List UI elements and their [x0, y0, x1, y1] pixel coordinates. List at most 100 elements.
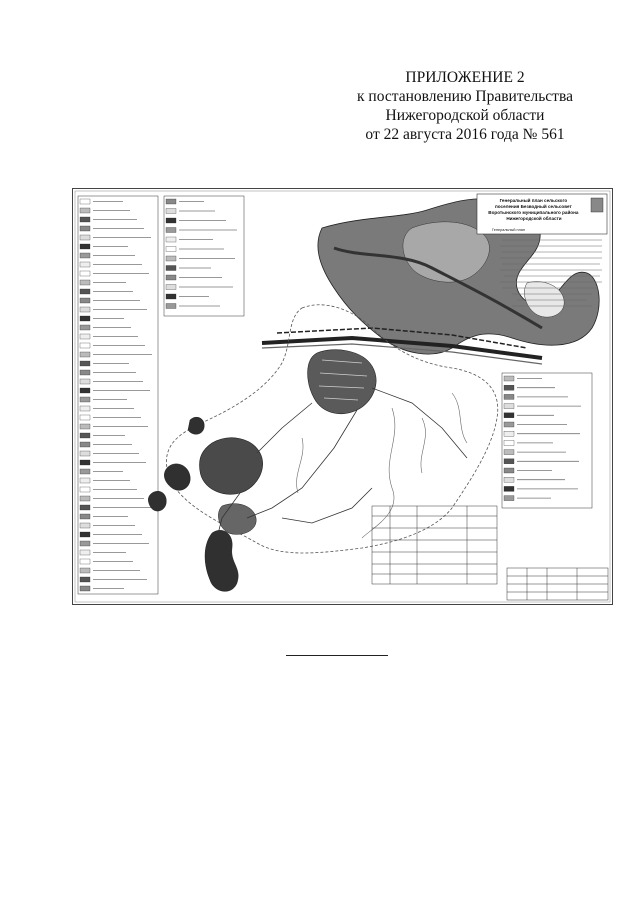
legend-swatch: [79, 297, 91, 304]
master-plan-map-sheet: Генеральный план сельского поселения Без…: [72, 188, 613, 605]
legend-swatch: [79, 333, 91, 340]
legend-swatch: [503, 385, 515, 391]
legend-swatch: [79, 279, 91, 286]
map-description-block: [500, 239, 602, 307]
legend-swatch: [165, 265, 177, 271]
appendix-date: от 22 августа 2016 года № 561: [365, 126, 565, 143]
appendix-region: Нижегородской области: [385, 107, 545, 124]
legend-swatch: [79, 504, 91, 511]
land-balance-table: [371, 505, 498, 585]
streams: [296, 392, 468, 539]
legend-swatch: [79, 270, 91, 277]
legend-swatch: [503, 458, 515, 464]
legend-swatch: [503, 403, 515, 409]
appendix-heading: ПРИЛОЖЕНИЕ 2 к постановлению Правительст…: [330, 68, 600, 144]
map-title-line-2: поселения Безводный сельсовет: [495, 203, 572, 209]
legend-swatch: [165, 284, 177, 290]
highway-corridor: [261, 335, 543, 360]
legend-swatch: [165, 236, 177, 243]
legend-swatch: [79, 495, 91, 502]
legend-swatch: [79, 423, 91, 430]
legend-swatch: [79, 576, 91, 583]
local-roads: [216, 387, 468, 539]
legend-swatch: [503, 449, 515, 455]
legend-swatch: [503, 375, 515, 382]
map-title-line-4: Нижегородской области: [506, 215, 561, 221]
legend-swatch: [165, 293, 177, 300]
legend-swatch: [503, 431, 515, 437]
legend-swatch: [79, 261, 91, 268]
legend-swatch: [503, 412, 515, 418]
legend-swatch: [79, 225, 91, 232]
river-bend-inner: [524, 281, 565, 318]
legend-swatch: [165, 274, 177, 281]
legend-swatch: [79, 288, 91, 295]
legend-swatch: [79, 351, 91, 358]
legend-swatch: [503, 421, 515, 428]
legend-swatch: [79, 216, 91, 223]
settlement-blocks: [318, 359, 368, 401]
legend-swatch: [79, 198, 91, 205]
map-title-line-3: Воротынского муниципального района: [488, 209, 579, 215]
svg-text:Генеральный план сельского: Генеральный план сельского поселения Без…: [488, 197, 579, 221]
railway-line: [276, 327, 528, 349]
map-title-line-1: Генеральный план сельского: [500, 197, 568, 203]
legend-swatch: [79, 450, 91, 457]
settlement-south: [218, 503, 257, 535]
forest-patches: [148, 417, 239, 592]
legend-swatch: [503, 495, 515, 501]
legend-swatch: [79, 414, 91, 421]
legend-swatch: [79, 513, 91, 520]
legend-swatch: [79, 486, 91, 493]
legend-swatch: [503, 394, 515, 400]
legend-left: [77, 195, 245, 595]
legend-swatch: [79, 360, 91, 367]
legend-swatch: [79, 405, 91, 412]
appendix-reference: к постановлению Правительства: [357, 88, 573, 105]
legend-swatch: [503, 467, 515, 474]
legend-swatch: [79, 540, 91, 547]
river-dark-channel: [333, 246, 543, 330]
main-settlement: [307, 349, 377, 414]
legend-swatch: [165, 255, 177, 262]
territory-boundary: [166, 304, 499, 554]
legend-swatch: [503, 440, 515, 446]
master-plan-map: Генеральный план сельского поселения Без…: [72, 188, 613, 605]
legend-swatch: [79, 432, 91, 439]
legend-swatch: [79, 531, 91, 538]
legend-swatch: [79, 342, 91, 349]
legend-swatch: [79, 396, 91, 403]
map-title-block: Генеральный план сельского поселения Без…: [476, 193, 608, 235]
legend-swatch: [79, 378, 91, 385]
legend-swatch: [79, 369, 91, 376]
legend-swatch: [503, 477, 515, 483]
legend-right: [501, 372, 593, 509]
legend-swatch: [79, 243, 91, 250]
legend-swatch: [79, 459, 91, 466]
legend-swatch: [79, 441, 91, 448]
legend-swatch: [79, 315, 91, 322]
legend-swatch: [79, 558, 91, 565]
drawing-stamp-block: [506, 567, 609, 601]
map-subtitle: Генеральный план: [492, 228, 525, 232]
legend-swatch: [165, 208, 177, 214]
highway-corridor-edge: [261, 343, 543, 365]
legend-swatch: [79, 234, 91, 241]
legend-swatch: [165, 303, 177, 309]
legend-swatch: [165, 227, 177, 233]
coat-of-arms-icon: [590, 197, 604, 213]
legend-swatch: [79, 549, 91, 556]
legend-swatch: [79, 306, 91, 313]
legend-swatch: [79, 252, 91, 259]
legend-swatch: [79, 567, 91, 574]
legend-swatch: [79, 324, 91, 331]
legend-right-swatches: [503, 375, 581, 501]
legend-swatch: [79, 585, 91, 592]
legend-swatch: [79, 477, 91, 484]
legend-swatch: [503, 486, 515, 492]
legend-swatch: [79, 522, 91, 529]
legend-left-swatches: [79, 198, 237, 592]
legend-swatch: [79, 468, 91, 475]
legend-swatch: [165, 246, 177, 252]
separator-line: [286, 655, 388, 656]
